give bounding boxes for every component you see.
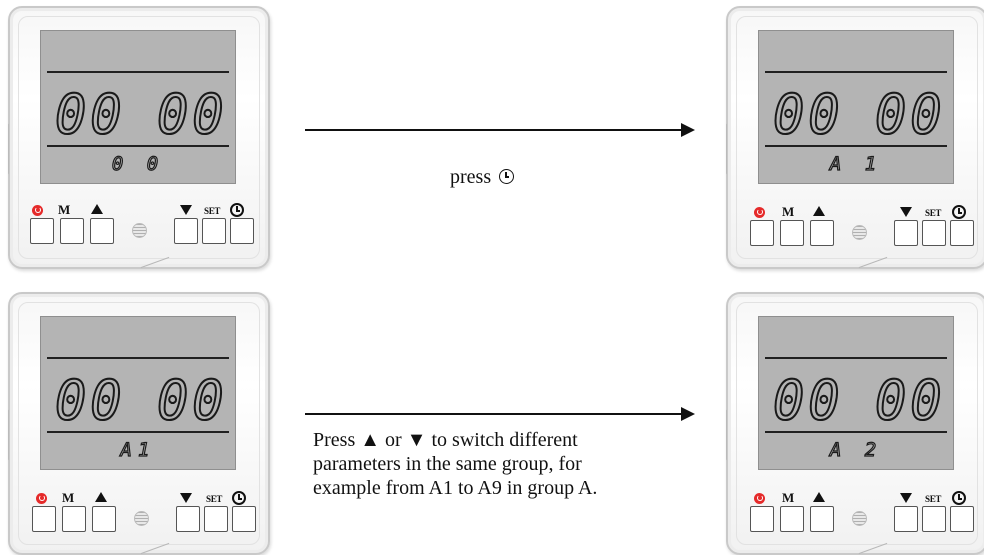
lcd-digits-right: 00 bbox=[874, 369, 946, 433]
caption-line: example from A1 to A9 in group A. bbox=[313, 477, 598, 499]
clock-icon bbox=[230, 203, 244, 217]
lcd-divider bbox=[47, 71, 229, 73]
lcd-digits-right: 00 bbox=[874, 83, 946, 147]
power-button[interactable] bbox=[30, 218, 54, 244]
down-button[interactable] bbox=[176, 506, 200, 532]
down-button[interactable] bbox=[894, 220, 918, 246]
clock-icon bbox=[952, 491, 966, 505]
panel-reflection bbox=[8, 111, 23, 175]
up-button[interactable] bbox=[92, 506, 116, 532]
set-button[interactable] bbox=[202, 218, 226, 244]
mode-key-label: M bbox=[782, 204, 795, 219]
lcd-divider bbox=[765, 431, 947, 433]
up-arrow-icon bbox=[813, 492, 825, 502]
up-button[interactable] bbox=[810, 506, 834, 532]
power-button[interactable] bbox=[750, 220, 774, 246]
caption-line: parameters in the same group, for bbox=[313, 453, 582, 475]
caption-press-clock: press bbox=[450, 166, 515, 189]
lcd-divider bbox=[47, 145, 229, 147]
power-icon bbox=[32, 205, 43, 216]
lcd-divider bbox=[765, 145, 947, 147]
power-button[interactable] bbox=[750, 506, 774, 532]
caption-switch-parameters: Press ▲ or ▼ to switch different paramet… bbox=[313, 428, 597, 500]
controller-panel-top-right: 00 00 A 1 M SET bbox=[726, 6, 984, 269]
set-key-label: SET bbox=[206, 494, 223, 504]
controller-panel-bottom-left: 00 00 A1 M SET bbox=[8, 292, 270, 555]
lcd-screen: 00 00 A1 bbox=[40, 316, 236, 470]
lcd-parameter-code: 0 0 bbox=[111, 152, 165, 175]
mode-button[interactable] bbox=[62, 506, 86, 532]
lcd-divider bbox=[765, 71, 947, 73]
caption-press-text: press bbox=[450, 166, 492, 188]
caption-line: Press ▲ or ▼ to switch different bbox=[313, 429, 578, 451]
lcd-parameter-code: A 2 bbox=[829, 438, 883, 461]
clock-button[interactable] bbox=[950, 220, 974, 246]
up-arrow-icon bbox=[95, 492, 107, 502]
sensor-icon bbox=[852, 511, 867, 526]
lcd-digits-left: 00 bbox=[54, 83, 126, 147]
power-icon bbox=[754, 493, 765, 504]
mode-key-label: M bbox=[58, 202, 71, 217]
clock-icon bbox=[232, 491, 246, 505]
down-button[interactable] bbox=[174, 218, 198, 244]
sensor-icon bbox=[852, 225, 867, 240]
up-button[interactable] bbox=[90, 218, 114, 244]
controller-panel-top-left: 00 00 0 0 M SET bbox=[8, 6, 270, 269]
set-button[interactable] bbox=[922, 506, 946, 532]
lcd-screen: 00 00 A 2 bbox=[758, 316, 954, 470]
flow-arrow-top bbox=[305, 123, 695, 137]
power-icon bbox=[36, 493, 47, 504]
lcd-divider bbox=[47, 431, 229, 433]
clock-button[interactable] bbox=[950, 506, 974, 532]
lcd-screen: 00 00 A 1 bbox=[758, 30, 954, 184]
lcd-parameter-code: A 1 bbox=[829, 152, 883, 175]
lcd-parameter-code: A1 bbox=[120, 438, 156, 461]
up-button[interactable] bbox=[810, 220, 834, 246]
clock-icon bbox=[499, 169, 515, 184]
down-arrow-icon bbox=[180, 205, 192, 215]
down-arrow-icon bbox=[180, 493, 192, 503]
up-arrow-icon bbox=[813, 206, 825, 216]
panel-reflection bbox=[726, 111, 741, 175]
set-key-label: SET bbox=[204, 206, 221, 216]
clock-icon bbox=[952, 205, 966, 219]
panel-reflection bbox=[858, 256, 888, 269]
sensor-icon bbox=[132, 223, 147, 238]
controller-panel-bottom-right: 00 00 A 2 M SET bbox=[726, 292, 984, 555]
lcd-divider bbox=[47, 357, 229, 359]
lcd-digits-right: 00 bbox=[156, 83, 228, 147]
panel-reflection bbox=[858, 542, 888, 555]
power-button[interactable] bbox=[32, 506, 56, 532]
down-arrow-icon bbox=[900, 493, 912, 503]
sensor-icon bbox=[134, 511, 149, 526]
mode-key-label: M bbox=[782, 490, 795, 505]
lcd-digits-left: 00 bbox=[54, 369, 126, 433]
down-button[interactable] bbox=[894, 506, 918, 532]
mode-button[interactable] bbox=[60, 218, 84, 244]
panel-reflection bbox=[726, 397, 741, 461]
mode-button[interactable] bbox=[780, 220, 804, 246]
down-arrow-icon bbox=[900, 207, 912, 217]
lcd-digits-left: 00 bbox=[772, 83, 844, 147]
set-key-label: SET bbox=[925, 208, 942, 218]
mode-button[interactable] bbox=[780, 506, 804, 532]
mode-key-label: M bbox=[62, 490, 75, 505]
clock-button[interactable] bbox=[232, 506, 256, 532]
lcd-digits-right: 00 bbox=[156, 369, 228, 433]
set-key-label: SET bbox=[925, 494, 942, 504]
set-button[interactable] bbox=[922, 220, 946, 246]
panel-reflection bbox=[140, 542, 170, 555]
flow-arrow-bottom bbox=[305, 407, 695, 421]
set-button[interactable] bbox=[204, 506, 228, 532]
lcd-screen: 00 00 0 0 bbox=[40, 30, 236, 184]
panel-reflection bbox=[140, 256, 170, 269]
up-arrow-icon bbox=[91, 204, 103, 214]
clock-button[interactable] bbox=[230, 218, 254, 244]
lcd-digits-left: 00 bbox=[772, 369, 844, 433]
panel-reflection bbox=[8, 397, 23, 461]
power-icon bbox=[754, 207, 765, 218]
lcd-divider bbox=[765, 357, 947, 359]
